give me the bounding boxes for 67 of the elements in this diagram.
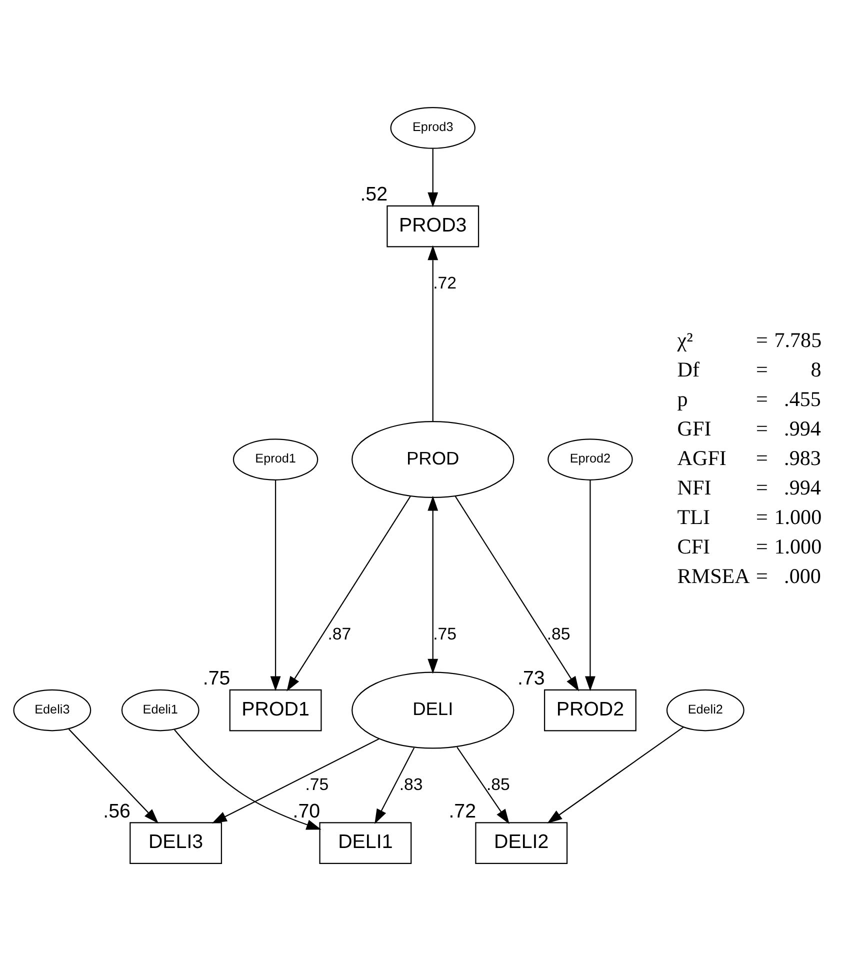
node-ellipse: Edeli3 [13, 689, 92, 732]
edge-label: .72 [433, 273, 457, 292]
label: = [756, 534, 768, 559]
label: 1.000 [774, 534, 822, 559]
node-ellipse: DELI [352, 672, 514, 749]
label: = [756, 328, 768, 352]
label: TLI [677, 505, 710, 530]
edge-label: .75 [433, 624, 457, 644]
arrow [428, 496, 438, 674]
arrow [428, 245, 438, 422]
node-box: PROD3 [386, 205, 480, 248]
arrow [584, 480, 596, 692]
edge-label: .85 [546, 624, 570, 644]
label: = [756, 505, 768, 530]
node-box: DELI3 [130, 822, 222, 864]
node-label: .70 [292, 800, 320, 822]
label: GFI [677, 416, 712, 441]
node-ellipse: Edeli2 [666, 689, 744, 732]
node-label: .72 [448, 800, 476, 822]
node-label: .73 [518, 668, 545, 690]
arrow [212, 738, 380, 824]
arrow [68, 728, 159, 824]
label: = [756, 358, 768, 382]
label: χ² [677, 328, 693, 352]
arrow [174, 729, 322, 830]
label: .994 [784, 416, 821, 441]
label: .983 [784, 446, 821, 470]
arrow [456, 746, 510, 824]
node-box: DELI2 [475, 822, 568, 864]
node-label: .56 [103, 800, 130, 822]
edge-label: .87 [328, 624, 352, 644]
label: 7.785 [774, 328, 822, 352]
label: p [677, 387, 688, 412]
node-ellipse: PROD [352, 421, 514, 498]
arrow [428, 148, 438, 208]
arrow [270, 480, 281, 692]
label: RMSEA [677, 564, 750, 588]
label: Df [677, 358, 700, 382]
label: = [756, 564, 768, 588]
label: 1.000 [774, 505, 822, 530]
arrow [454, 496, 580, 692]
node-label: .52 [360, 184, 388, 206]
edge-label: .85 [486, 774, 510, 794]
node-box: DELI1 [319, 822, 412, 864]
arrow [286, 496, 411, 692]
label: = [756, 387, 768, 412]
label: .000 [784, 564, 821, 588]
label: .994 [784, 476, 821, 500]
edge-label: .83 [399, 774, 423, 794]
label: NFI [677, 476, 712, 500]
label: = [756, 476, 768, 500]
node-box: PROD1 [229, 689, 322, 732]
label: .455 [784, 387, 821, 412]
label: = [756, 446, 768, 470]
label: AGFI [677, 446, 726, 470]
arrow [374, 748, 415, 824]
node-ellipse: Edeli1 [121, 689, 200, 732]
label: 8 [810, 358, 822, 382]
node-box: PROD2 [544, 689, 636, 732]
arrow [547, 726, 684, 824]
node-label: .75 [202, 668, 230, 690]
node-ellipse: Eprod2 [548, 438, 633, 480]
edge-label: .75 [305, 774, 329, 794]
label: CFI [677, 534, 710, 559]
node-ellipse: Eprod3 [390, 107, 476, 149]
label: = [756, 416, 768, 441]
node-ellipse: Eprod1 [232, 438, 318, 480]
